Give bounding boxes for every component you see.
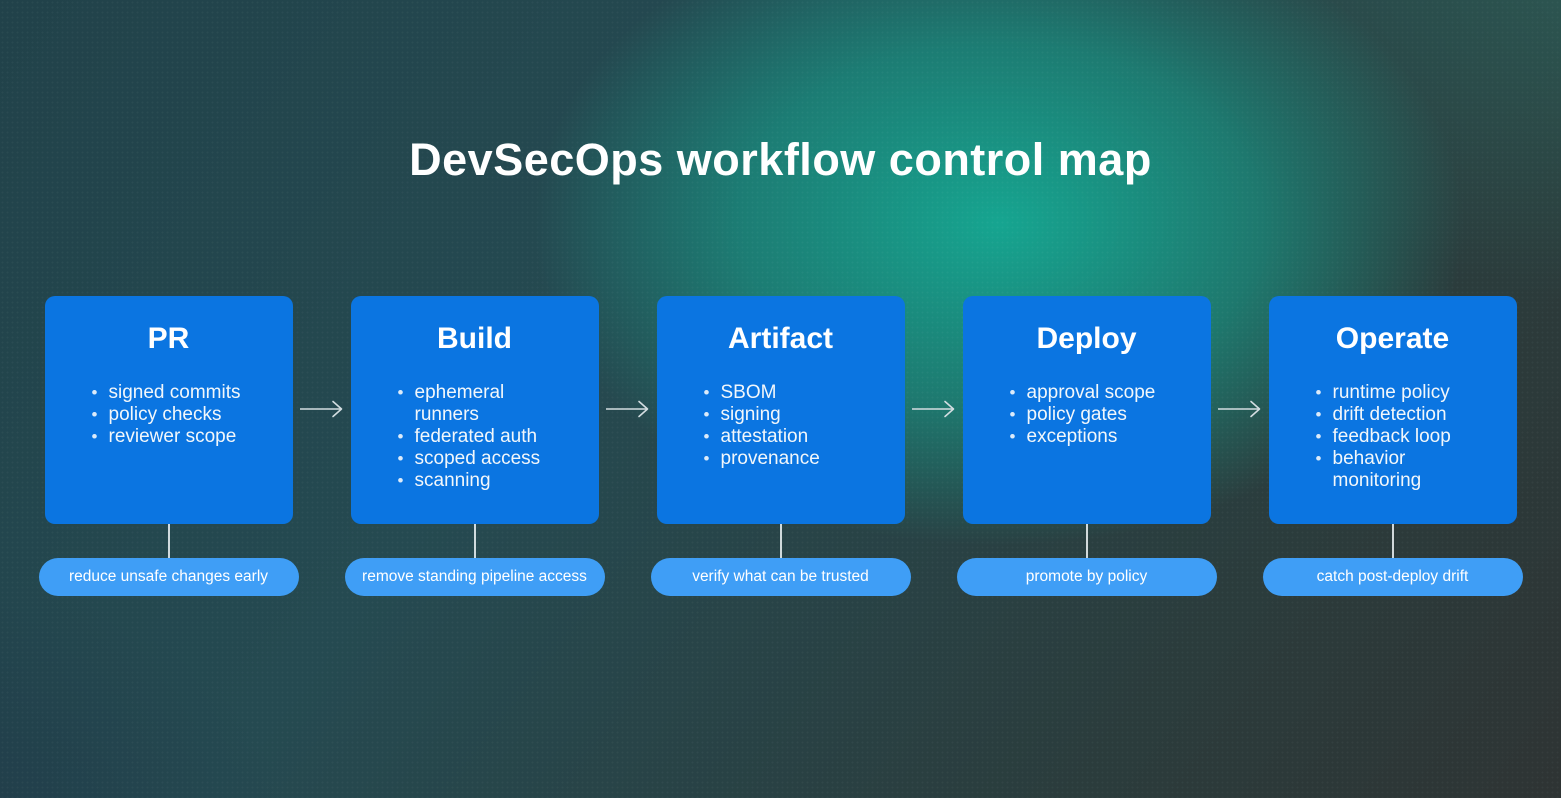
stage-box: Operate runtime policydrift detectionfee…	[1268, 296, 1517, 524]
arrow-right-icon	[299, 400, 342, 418]
stage-box: PR signed commitspolicy checksreviewer s…	[44, 296, 293, 524]
stage-bullet-list: runtime policydrift detectionfeedback lo…	[1269, 382, 1517, 492]
bullet-item: feedback loop	[1316, 426, 1483, 448]
connector-line	[167, 524, 170, 558]
connector-line	[1085, 524, 1088, 558]
stage-box: Artifact SBOMsigningattestationprovenanc…	[656, 296, 905, 524]
arrow-right-icon	[605, 400, 648, 418]
bullet-item: scoped access	[398, 448, 565, 470]
arrow-right-icon	[911, 400, 954, 418]
flow-arrow	[299, 399, 345, 419]
diagram-title: DevSecOps workflow control map	[409, 134, 1152, 185]
bullet-item: federated auth	[398, 426, 565, 448]
bullet-item: attestation	[704, 426, 871, 448]
caption-pill: catch post-deploy drift	[1262, 558, 1523, 596]
caption-pill: reduce unsafe changes early	[38, 558, 299, 596]
flow-arrow	[1217, 399, 1263, 419]
connector-line	[779, 524, 782, 558]
connector-line	[473, 524, 476, 558]
stage-column: Deploy approval scopepolicy gatesexcepti…	[956, 296, 1217, 596]
bullet-item: scanning	[398, 470, 565, 492]
stage-box: Build ephemeral runnersfederated authsco…	[350, 296, 599, 524]
bullet-item: signing	[704, 404, 871, 426]
bullet-item: policy checks	[92, 404, 259, 426]
flow-arrow	[911, 399, 957, 419]
stage-title: PR	[147, 322, 190, 355]
stage-title: Build	[437, 322, 512, 355]
bullet-item: policy gates	[1010, 404, 1177, 426]
stage-title: Artifact	[727, 322, 833, 355]
stage-box: Deploy approval scopepolicy gatesexcepti…	[962, 296, 1211, 524]
stage-bullet-list: signed commitspolicy checksreviewer scop…	[45, 382, 293, 448]
stage-title: Operate	[1335, 322, 1450, 355]
connector-line	[1391, 524, 1394, 558]
arrow-right-icon	[1217, 400, 1260, 418]
stages-row: PR signed commitspolicy checksreviewer s…	[0, 296, 1561, 596]
bullet-item: exceptions	[1010, 426, 1177, 448]
stage-bullet-list: ephemeral runnersfederated authscoped ac…	[351, 382, 599, 492]
bullet-item: runtime policy	[1316, 382, 1483, 404]
caption-pill: verify what can be trusted	[650, 558, 911, 596]
stage-column: Artifact SBOMsigningattestationprovenanc…	[650, 296, 911, 596]
caption-pill: remove standing pipeline access	[344, 558, 605, 596]
stage-bullet-list: SBOMsigningattestationprovenance	[657, 382, 905, 470]
bullet-item: behavior monitoring	[1316, 448, 1483, 492]
bullet-item: reviewer scope	[92, 426, 259, 448]
bullet-item: signed commits	[92, 382, 259, 404]
bullet-item: SBOM	[704, 382, 871, 404]
bullet-item: drift detection	[1316, 404, 1483, 426]
stage-column: Operate runtime policydrift detectionfee…	[1262, 296, 1523, 596]
bullet-item: ephemeral runners	[398, 382, 565, 426]
stage-column: Build ephemeral runnersfederated authsco…	[344, 296, 605, 596]
stage-column: PR signed commitspolicy checksreviewer s…	[38, 296, 299, 596]
bullet-item: approval scope	[1010, 382, 1177, 404]
bullet-item: provenance	[704, 448, 871, 470]
stage-title: Deploy	[1036, 322, 1137, 355]
caption-pill: promote by policy	[956, 558, 1217, 596]
flow-arrow	[605, 399, 651, 419]
stage-bullet-list: approval scopepolicy gatesexceptions	[963, 382, 1211, 448]
